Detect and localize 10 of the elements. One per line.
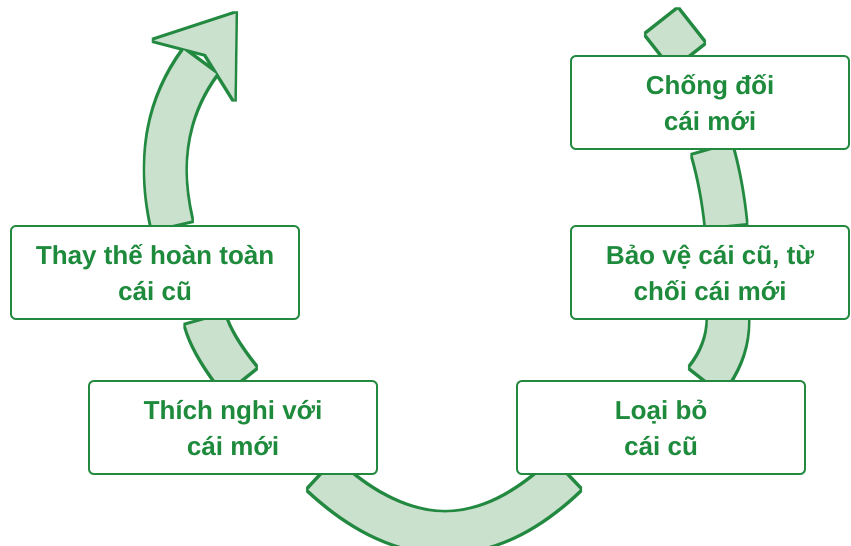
stage-label: Thay thế hoàn toàn cái cũ (34, 238, 276, 308)
stage-box (10, 225, 300, 320)
stage-box (570, 225, 850, 320)
stage-label: Thích nghi với cái mới (142, 394, 324, 462)
stage-box (88, 380, 378, 475)
stage-box (570, 55, 850, 150)
stage-label: Chống đối cái mới (644, 68, 776, 138)
stage-box (516, 380, 806, 475)
stage-label: Bảo vệ cái cũ, từ chối cái mới (605, 238, 815, 308)
stage-label: Loại bỏ cái cũ (614, 394, 708, 462)
